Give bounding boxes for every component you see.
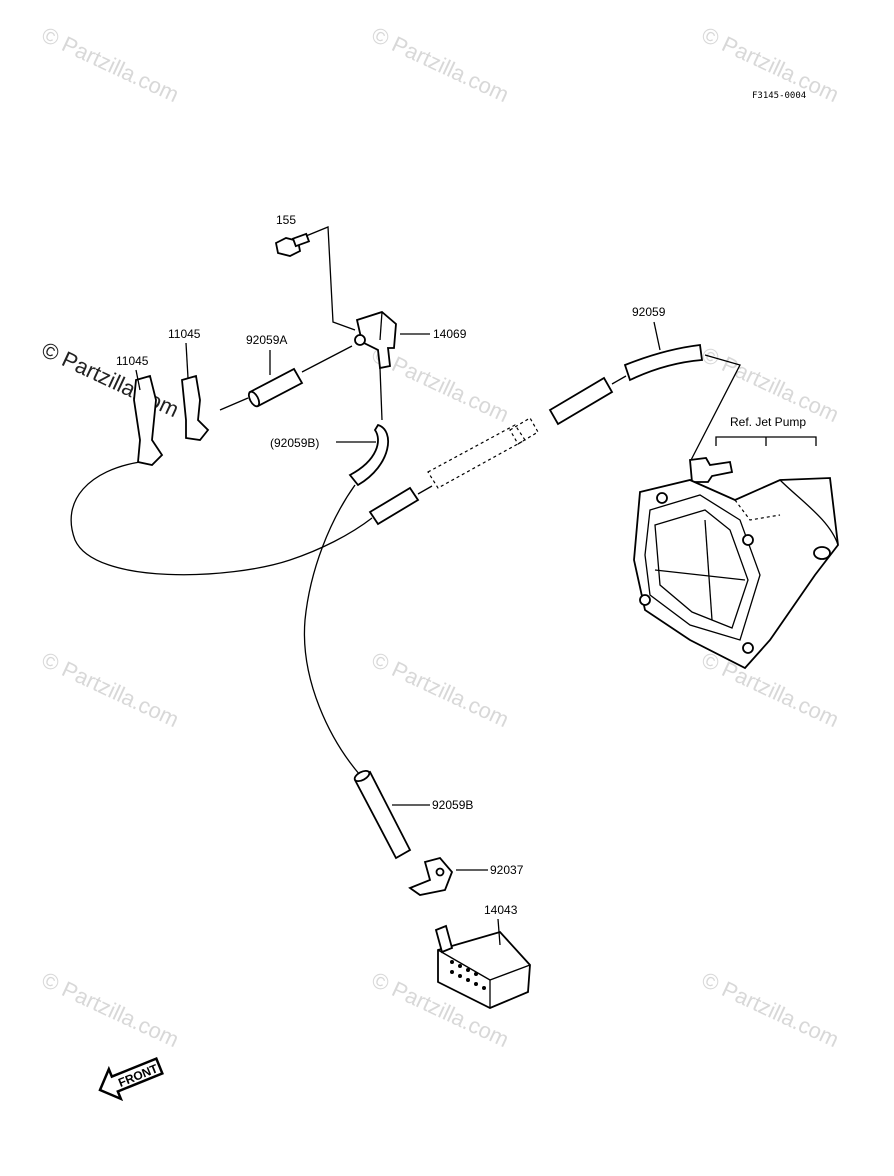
watermark: © Partzilla.com — [698, 647, 843, 732]
watermark: © Partzilla.com — [368, 22, 513, 107]
label-14043: 14043 — [484, 903, 518, 917]
watermark-dark: © Partzilla.com — [38, 337, 183, 422]
bolt-155 — [274, 232, 311, 257]
watermark: © Partzilla.com — [38, 647, 183, 732]
diagram-code: F3145-0004 — [752, 91, 806, 101]
elbow-fitting-14069 — [354, 310, 397, 370]
watermark: © Partzilla.com — [368, 647, 513, 732]
label-92059b: 92059B — [432, 798, 473, 812]
label-14069: 14069 — [433, 327, 467, 341]
hose-short-middle — [548, 376, 614, 426]
ref-jet-pump-label: Ref. Jet Pump — [730, 415, 806, 429]
label-92059: 92059 — [632, 305, 666, 319]
filter-box-14043 — [434, 924, 531, 1009]
nipple-fitting — [689, 457, 734, 483]
dashed-connector — [427, 417, 539, 489]
clamp-92037 — [408, 856, 454, 896]
label-92059b-paren: (92059B) — [270, 436, 319, 450]
vent-slots — [450, 960, 486, 990]
label-92059a: 92059A — [246, 333, 287, 347]
label-11045-left: 11045 — [116, 354, 149, 368]
hose-92059b-curved — [348, 423, 389, 487]
front-arrow: FRONT — [98, 1056, 164, 1102]
hose-92059 — [623, 344, 704, 382]
label-11045-right: 11045 — [168, 327, 201, 341]
label-155: 155 — [276, 213, 296, 227]
clamp-11045-a — [133, 374, 164, 466]
hose-short-lower — [368, 486, 420, 526]
hose-92059a — [247, 367, 304, 408]
watermark: © Partzilla.com — [38, 22, 183, 107]
clamp-11045-b — [181, 374, 210, 441]
watermark: © Partzilla.com — [38, 967, 183, 1052]
watermark: © Partzilla.com — [698, 967, 843, 1052]
label-92037: 92037 — [490, 863, 524, 877]
jet-pump-housing — [633, 477, 839, 670]
hose-92059b — [353, 769, 412, 860]
